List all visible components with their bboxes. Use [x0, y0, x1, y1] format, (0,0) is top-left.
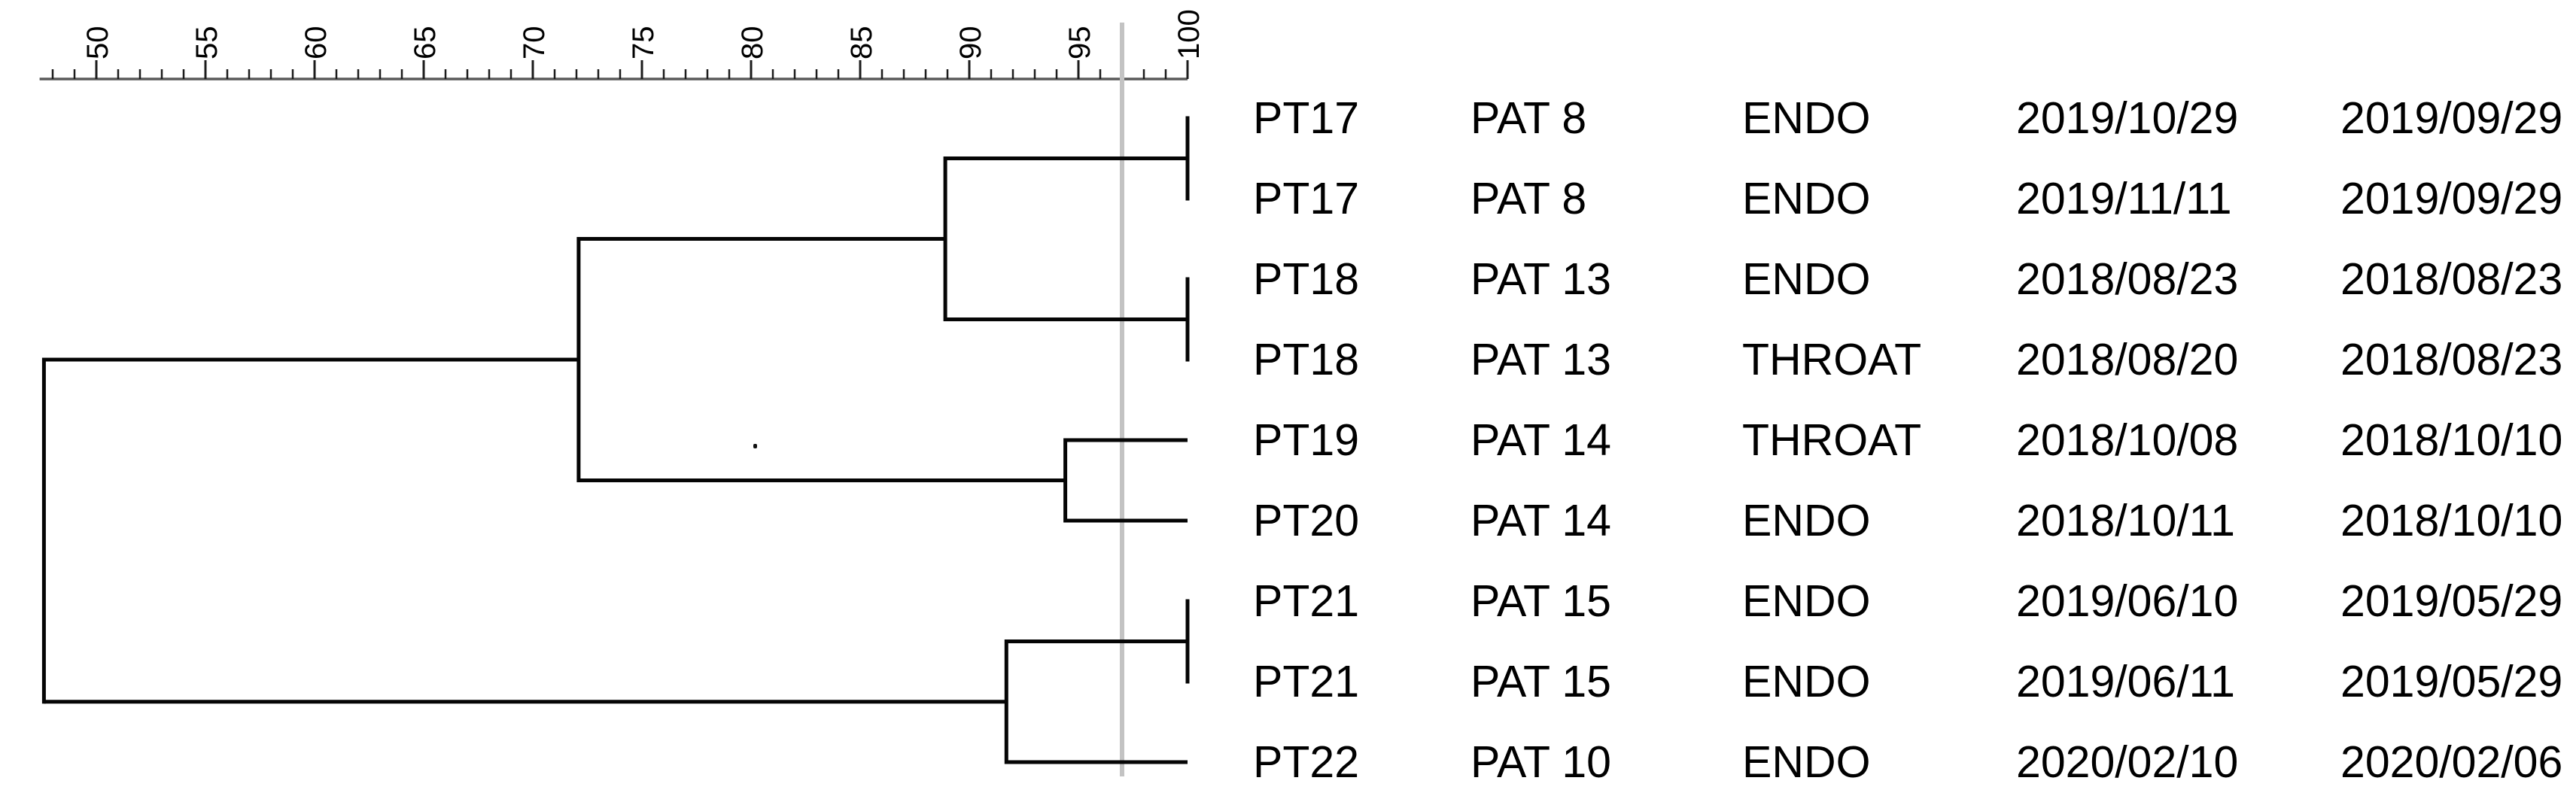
cell-patient: PAT 8	[1470, 174, 1587, 223]
cell-date2: 2019/05/29	[2340, 657, 2563, 706]
cell-date1: 2019/06/10	[2016, 576, 2239, 626]
cell-specimen: ENDO	[1742, 657, 1871, 706]
cell-patient: PAT 8	[1470, 93, 1587, 143]
cell-date2: 2019/05/29	[2340, 576, 2563, 626]
cell-specimen: ENDO	[1742, 576, 1871, 626]
cell-date1: 2019/11/11	[2016, 174, 2232, 223]
scale-tick-label: 70	[518, 26, 551, 60]
cell-date1: 2020/02/10	[2016, 737, 2239, 787]
scale-tick-label: 60	[300, 26, 333, 60]
cell-date2: 2018/10/10	[2340, 415, 2563, 465]
cell-date1: 2018/10/11	[2016, 496, 2235, 545]
cell-date1: 2019/10/29	[2016, 93, 2239, 143]
scale-tick-label: 95	[1063, 26, 1096, 60]
cell-specimen: ENDO	[1742, 737, 1871, 787]
speck-artifact	[753, 444, 757, 448]
cell-specimen: ENDO	[1742, 254, 1871, 304]
cell-patient: PAT 15	[1470, 576, 1611, 626]
cell-date2: 2019/09/29	[2340, 93, 2563, 143]
cell-key: PT18	[1253, 254, 1360, 304]
cell-patient: PAT 14	[1470, 415, 1611, 465]
cell-key: PT22	[1253, 737, 1360, 787]
cell-date1: 2018/08/23	[2016, 254, 2239, 304]
scale-tick-label: 75	[627, 26, 660, 60]
cell-key: PT18	[1253, 335, 1360, 384]
scale-tick-label: 85	[845, 26, 878, 60]
cell-date2: 2020/02/06	[2340, 737, 2563, 787]
cell-date1: 2019/06/11	[2016, 657, 2235, 706]
cell-patient: PAT 14	[1470, 496, 1611, 545]
cell-date2: 2019/09/29	[2340, 174, 2563, 223]
cell-specimen: THROAT	[1742, 335, 1922, 384]
cell-date2: 2018/10/10	[2340, 496, 2563, 545]
scale-tick-label: 65	[409, 26, 442, 60]
cell-key: PT17	[1253, 174, 1360, 223]
cell-key: PT17	[1253, 93, 1360, 143]
cell-date2: 2018/08/23	[2340, 335, 2563, 384]
cell-patient: PAT 10	[1470, 737, 1611, 787]
scale-tick-label: 55	[190, 26, 224, 60]
cell-key: PT21	[1253, 576, 1360, 626]
cell-key: PT21	[1253, 657, 1360, 706]
scale-tick-label: 50	[81, 26, 114, 60]
scale-tick-label: 100	[1172, 9, 1206, 59]
scale-tick-label: 80	[736, 26, 769, 60]
cell-key: PT20	[1253, 496, 1360, 545]
scale-tick-label: 90	[954, 26, 987, 60]
cell-specimen: ENDO	[1742, 93, 1871, 143]
cell-patient: PAT 13	[1470, 254, 1611, 304]
cell-specimen: ENDO	[1742, 496, 1871, 545]
cell-specimen: ENDO	[1742, 174, 1871, 223]
cell-date1: 2018/08/20	[2016, 335, 2239, 384]
cell-patient: PAT 15	[1470, 657, 1611, 706]
cell-specimen: THROAT	[1742, 415, 1922, 465]
cell-patient: PAT 13	[1470, 335, 1611, 384]
cell-key: PT19	[1253, 415, 1360, 465]
cell-date2: 2018/08/23	[2340, 254, 2563, 304]
cell-date1: 2018/10/08	[2016, 415, 2239, 465]
